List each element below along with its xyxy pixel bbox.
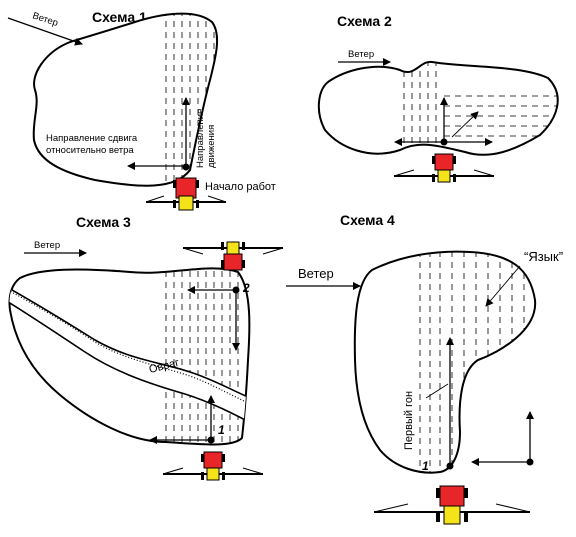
tongue-pointer [485, 265, 521, 307]
start-point [182, 163, 190, 171]
tractor-s4 [373, 485, 531, 525]
scheme-2: Схема 2 Ветер [317, 13, 559, 183]
arrow-diag-s2 [451, 111, 479, 138]
scheme-4-title: Схема 4 [340, 212, 395, 228]
scheme-4: Схема 4 Ветер 1 Первый гон “Язык” [286, 212, 563, 525]
first-pass-label: Первый гон [403, 391, 415, 450]
scheme-2-field [317, 60, 559, 156]
point-1-label-s3: 1 [218, 423, 225, 437]
start-label: Начало работ [205, 181, 276, 193]
tongue-label: “Язык” [524, 249, 563, 264]
wind-label: Ветер [31, 10, 59, 29]
scheme-3: Схема 3 Ветер Овраг 1 2 [8, 214, 284, 481]
wind-label-s2: Ветер [348, 49, 374, 60]
ravine [9, 284, 250, 427]
scheme-3-title: Схема 3 [76, 214, 131, 230]
scheme-2-title: Схема 2 [337, 13, 392, 29]
move-line-2: движения [206, 125, 217, 168]
start-point-s2 [440, 138, 448, 146]
wind-label-s4: Ветер [298, 266, 334, 281]
tractor-s1 [145, 177, 227, 211]
point-1-s3 [207, 436, 215, 444]
point-2-label-s3: 2 [242, 281, 250, 295]
tractor-s3-bottom [162, 451, 264, 481]
point-2-s3 [232, 286, 240, 294]
shift-line-2: относительно ветра [46, 145, 134, 156]
tractor-s3-top [182, 241, 284, 271]
move-direction-label: Направление движения [195, 106, 217, 168]
scheme-3-hatching [165, 268, 239, 445]
shift-direction-label: Направление сдвига относительно ветра [46, 133, 140, 156]
first-pass-leader [425, 383, 449, 399]
scheme-1-title: Схема 1 [92, 9, 147, 25]
point-1-s4 [446, 462, 454, 470]
compass-point [526, 458, 534, 466]
point-1-label-s4: 1 [422, 459, 429, 473]
wind-label-s3: Ветер [34, 240, 60, 251]
scheme-1: Схема 1 Ветер Направление сдвига относит… [7, 9, 276, 211]
tractor-s2 [393, 153, 495, 183]
shift-line-1: Направление сдвига [46, 133, 138, 144]
wind-arrow [7, 17, 83, 46]
move-line-1: Направление [195, 109, 206, 168]
scheme-1-field [32, 12, 219, 187]
scheme-4-field [353, 250, 537, 474]
